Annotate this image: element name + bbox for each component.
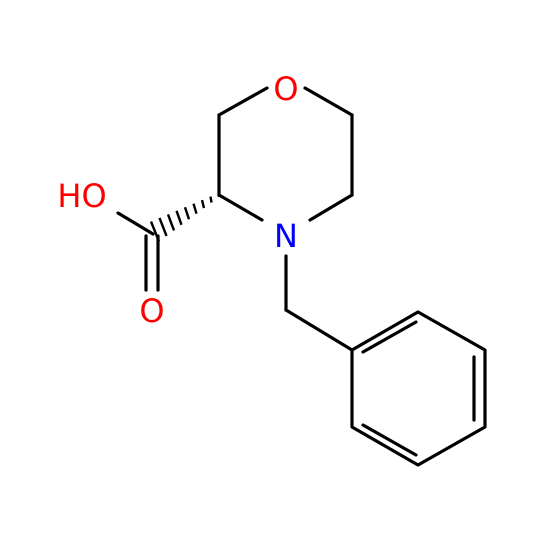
benzene-inner-bond-3: [361, 423, 418, 457]
carboxyl-group: [116, 211, 160, 292]
ring-oxygen-label: O: [273, 70, 298, 108]
bond-c-oh: [116, 211, 155, 236]
bond-ch2-phenyl: [284, 308, 354, 352]
ring-nitrogen-label: N: [274, 217, 298, 255]
benzene-ring: [350, 310, 487, 467]
hashed-wedge-bond: [149, 193, 221, 242]
benzene-outline: [350, 310, 487, 467]
bond-n-c5: [308, 193, 354, 222]
hydroxyl-label: HO: [57, 177, 106, 215]
morpholine-ring: [217, 86, 354, 222]
bond-c6-o: [303, 86, 354, 117]
benzyl-linkage: [284, 254, 354, 352]
benzene-inner-bond-1: [361, 320, 418, 354]
carbonyl-oxygen-label: O: [139, 292, 164, 330]
bond-c3-n: [217, 193, 264, 222]
bond-o-c2: [217, 86, 269, 117]
